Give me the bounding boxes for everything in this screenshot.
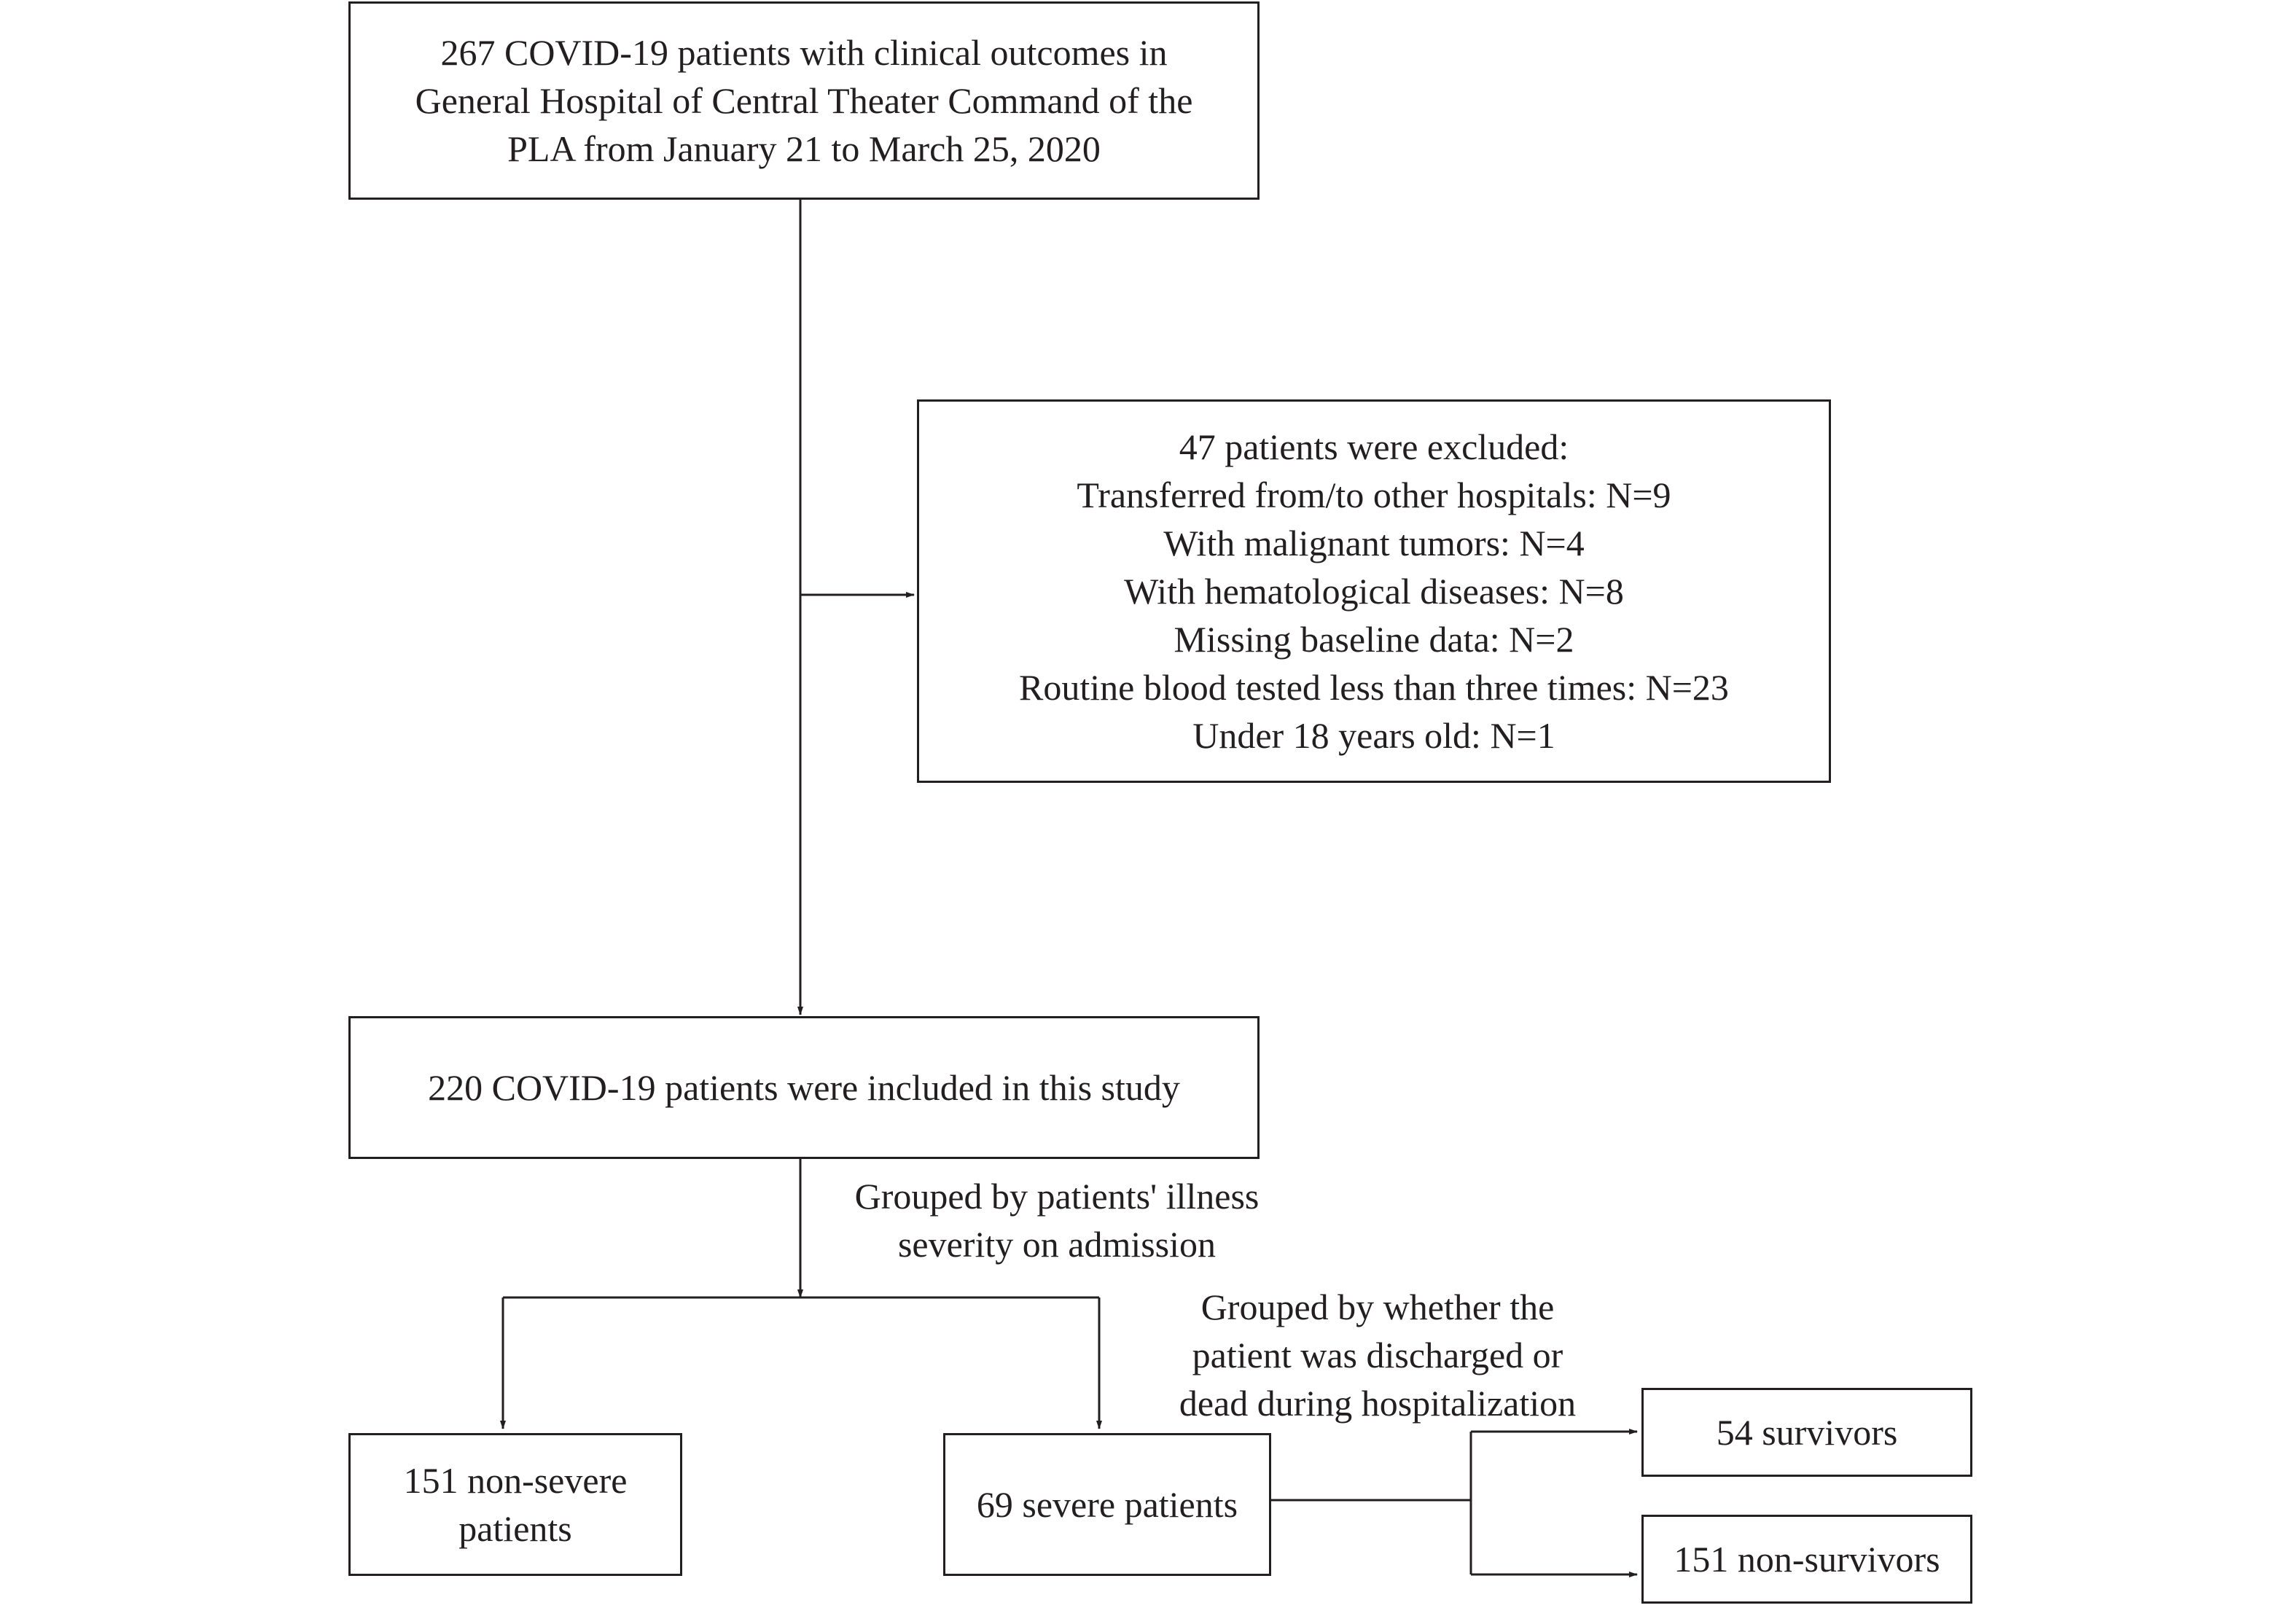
excluded-line-4: With hematological diseases: N=8 [1124,571,1624,612]
excluded-line-3: With malignant tumors: N=4 [1163,523,1585,563]
excluded-line-7: Under 18 years old: N=1 [1192,715,1555,756]
excluded-line-2: Transferred from/to other hospitals: N=9 [1077,475,1671,515]
source-line-1: 267 COVID-19 patients with clinical outc… [440,32,1168,73]
survivors-box: 54 survivors [1641,1388,1972,1477]
outcome-grouping-line-3: dead during hospitalization [1179,1383,1577,1424]
source-line-3: PLA from January 21 to March 25, 2020 [507,128,1101,169]
severe-box: 69 severe patients [943,1433,1271,1576]
outcome-grouping-label: Grouped by whether the patient was disch… [1122,1283,1633,1427]
included-box: 220 COVID-19 patients were included in t… [348,1016,1260,1159]
non-severe-line-1: 151 non-severe [403,1460,628,1501]
source-box: 267 COVID-19 patients with clinical outc… [348,1,1260,200]
source-line-2: General Hospital of Central Theater Comm… [415,80,1193,121]
severity-grouping-label: Grouped by patients' illness severity on… [809,1172,1305,1268]
excluded-line-1: 47 patients were excluded: [1179,426,1569,467]
excluded-box: 47 patients were excluded: Transferred f… [917,399,1831,783]
excluded-line-6: Routine blood tested less than three tim… [1019,667,1729,708]
non-severe-box: 151 non-severe patients [348,1433,682,1576]
severe-line-1: 69 severe patients [976,1484,1238,1525]
severity-grouping-line-2: severity on admission [897,1224,1217,1265]
survivors-line-1: 54 survivors [1716,1412,1898,1453]
outcome-grouping-line-1: Grouped by whether the [1200,1287,1555,1327]
non-survivors-line-1: 151 non-survivors [1674,1539,1940,1580]
severity-grouping-line-1: Grouped by patients' illness [854,1176,1260,1217]
included-line-1: 220 COVID-19 patients were included in t… [428,1067,1180,1108]
non-severe-line-2: patients [458,1508,572,1549]
non-survivors-box: 151 non-survivors [1641,1515,1972,1604]
outcome-grouping-line-2: patient was discharged or [1192,1335,1563,1375]
excluded-line-5: Missing baseline data: N=2 [1174,619,1574,660]
